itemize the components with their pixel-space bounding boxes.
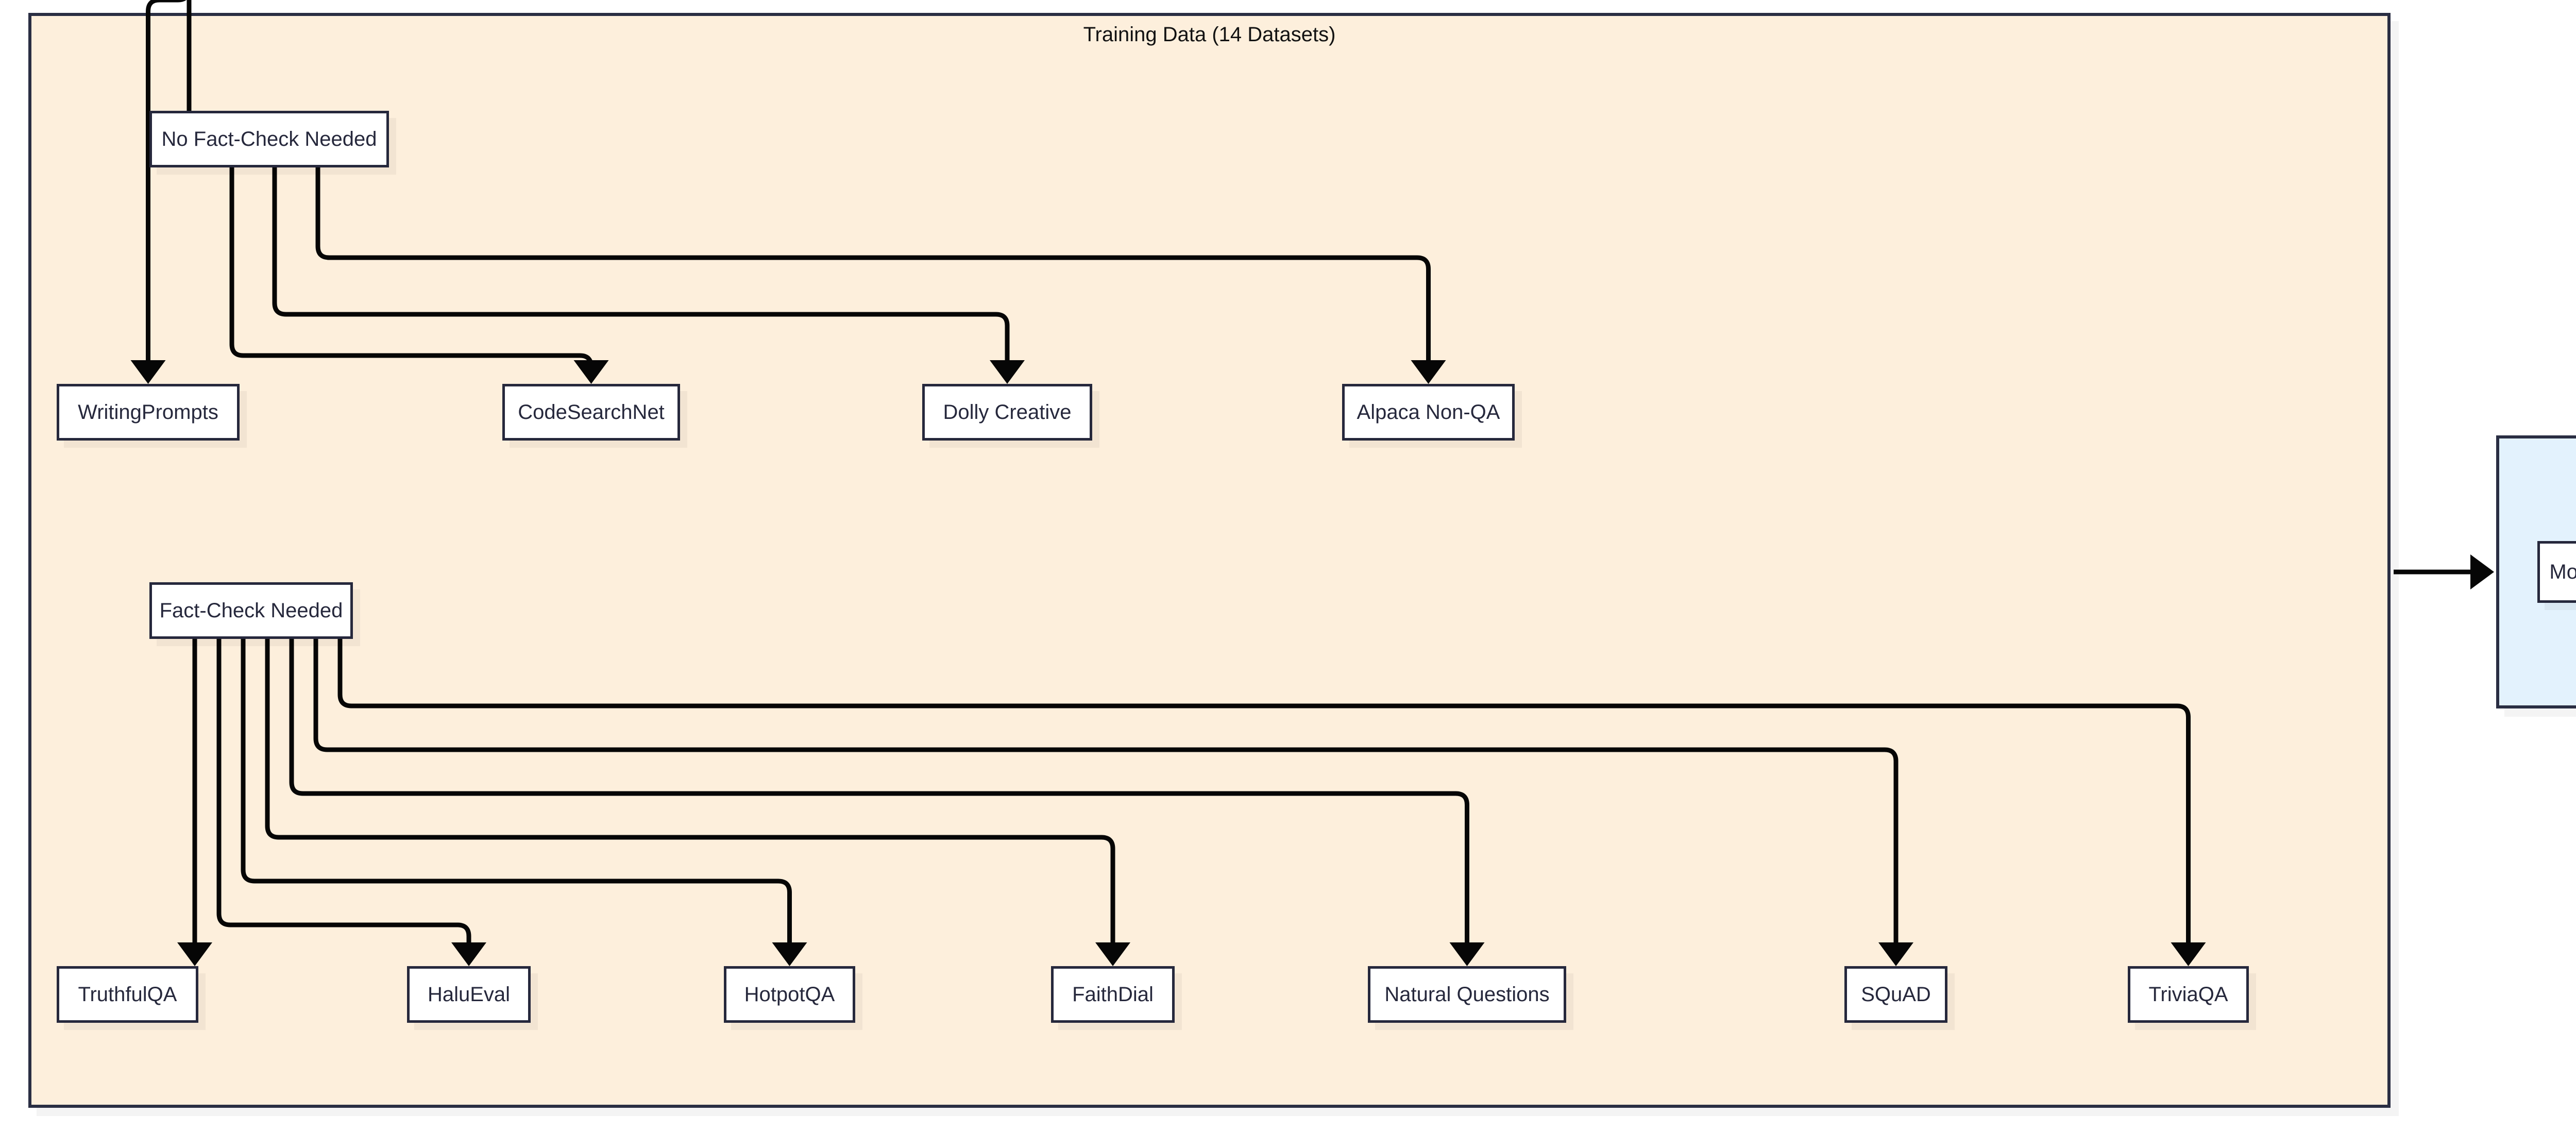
- node-squad-label: SQuAD: [1861, 983, 1931, 1006]
- node-truthfulqa-label: TruthfulQA: [78, 983, 177, 1006]
- node-faithdial[interactable]: FaithDial: [1051, 966, 1175, 1023]
- node-natural-questions[interactable]: Natural Questions: [1368, 966, 1566, 1023]
- node-natural-questions-label: Natural Questions: [1384, 983, 1550, 1006]
- node-halueval-label: HaluEval: [427, 983, 511, 1006]
- node-dolly-creative[interactable]: Dolly Creative: [922, 384, 1092, 441]
- panel-training-data-title: Training Data (14 Datasets): [1083, 23, 1336, 46]
- node-fact-check-needed-label: Fact-Check Needed: [159, 599, 343, 622]
- node-triviaqa-label: TriviaQA: [2148, 983, 2228, 1006]
- node-no-fact-check-needed[interactable]: No Fact-Check Needed: [149, 111, 389, 167]
- panel-halugate-sentinel-title: HaluGate Sentinel: [2499, 446, 2576, 469]
- node-writingprompts-label: WritingPrompts: [78, 400, 218, 424]
- arrowhead-right: [2470, 554, 2494, 589]
- node-squad[interactable]: SQuAD: [1844, 966, 1947, 1023]
- node-alpaca-non-qa[interactable]: Alpaca Non-QA: [1342, 384, 1515, 441]
- node-halueval[interactable]: HaluEval: [407, 966, 531, 1023]
- node-modernbert-base-label: ModernBERT Base: [2549, 560, 2576, 583]
- node-dolly-creative-label: Dolly Creative: [943, 400, 1072, 424]
- node-hotpotqa[interactable]: HotpotQA: [724, 966, 855, 1023]
- node-triviaqa[interactable]: TriviaQA: [2128, 966, 2249, 1023]
- node-modernbert-base[interactable]: ModernBERT Base: [2537, 541, 2576, 603]
- node-fact-check-needed[interactable]: Fact-Check Needed: [149, 582, 353, 639]
- node-no-fact-check-needed-label: No Fact-Check Needed: [161, 127, 377, 150]
- node-codesearchnet[interactable]: CodeSearchNet: [502, 384, 680, 441]
- node-codesearchnet-label: CodeSearchNet: [518, 400, 665, 424]
- node-writingprompts[interactable]: WritingPrompts: [57, 384, 240, 441]
- node-faithdial-label: FaithDial: [1072, 983, 1154, 1006]
- panel-training-data: Training Data (14 Datasets): [28, 13, 2391, 1108]
- node-truthfulqa[interactable]: TruthfulQA: [57, 966, 198, 1023]
- node-alpaca-non-qa-label: Alpaca Non-QA: [1357, 400, 1500, 424]
- node-hotpotqa-label: HotpotQA: [744, 983, 835, 1006]
